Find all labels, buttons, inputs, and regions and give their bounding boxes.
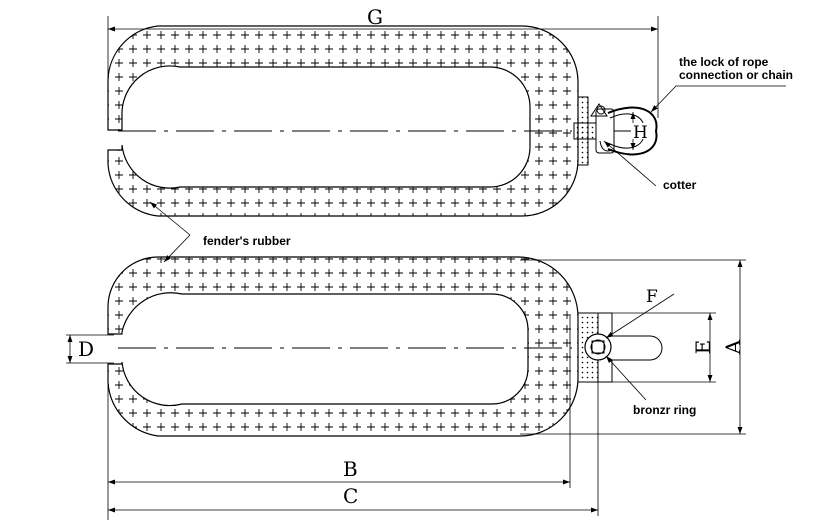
cotter-leader — [603, 140, 657, 187]
bronze-ring-icon — [584, 333, 612, 361]
lock-label-line2: connection or chain — [679, 68, 793, 82]
bottom-link-outline — [597, 312, 663, 383]
dim-f-label: F — [646, 287, 658, 307]
lock-label-line1: the lock of rope — [679, 55, 769, 69]
top-fender: H G — [107, 5, 659, 217]
top-fender-rubber-body — [107, 25, 579, 217]
dim-e-label: E — [691, 340, 715, 355]
dim-f-line — [605, 293, 675, 339]
dim-a-label: A — [721, 339, 745, 355]
fenders-rubber-label: fender's rubber — [203, 234, 291, 248]
bronze-ring-leader — [605, 355, 647, 401]
dim-b-label: B — [343, 457, 358, 481]
cotter-label: cotter — [663, 178, 697, 192]
dim-h-label: H — [633, 123, 648, 143]
bottom-fender: F bronzr ring E A D B C — [66, 256, 746, 520]
bronze-ring-label: bronzr ring — [633, 403, 696, 417]
dim-d-label: D — [78, 337, 94, 361]
dim-g-label: G — [367, 5, 383, 29]
lock-leader — [650, 85, 786, 113]
bottom-fender-rubber-body — [107, 256, 579, 437]
dim-c-label: C — [343, 484, 358, 508]
fenders-rubber-leader-top — [149, 201, 191, 236]
